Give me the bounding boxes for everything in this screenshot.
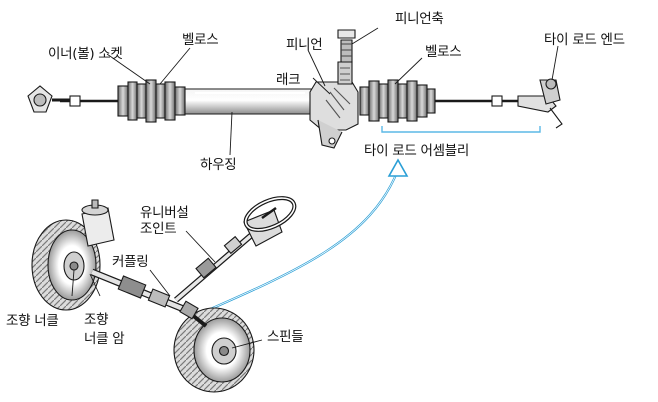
label-tie-rod-end: 타이 로드 엔드 <box>544 32 625 48</box>
label-inner-ball-socket: 이너(볼) 소켓 <box>48 46 123 62</box>
tie-rod-end <box>517 78 563 129</box>
label-pinion-shaft: 피니언축 <box>395 11 444 27</box>
assembly-arrow <box>189 169 400 320</box>
label-housing: 하우징 <box>200 157 237 173</box>
pinion-shaft <box>337 29 356 63</box>
label-universal-joint-1: 유니버설 <box>140 205 189 221</box>
right-wheel <box>173 307 255 393</box>
label-pinion: 피니언 <box>286 37 323 53</box>
pinion-housing <box>309 61 359 149</box>
label-bellows-left: 벨로스 <box>182 32 219 48</box>
label-steering-knuckle-arm-1: 조향 <box>84 312 109 328</box>
top-leader-lines <box>106 27 559 156</box>
label-steering-knuckle-arm-2: 너클 암 <box>84 331 125 347</box>
label-spindle: 스핀들 <box>267 329 304 345</box>
rack-assembly <box>27 29 563 149</box>
label-tie-rod-assembly: 타이 로드 어셈블리 <box>364 143 469 159</box>
bottom-leader-lines <box>71 230 263 349</box>
fluid-reservoir <box>81 199 115 247</box>
left-wheel <box>31 219 101 311</box>
steering-wheel <box>243 196 297 232</box>
assembly-arrowhead <box>387 158 409 177</box>
label-bellows-right: 벨로스 <box>425 44 462 60</box>
left-bellows <box>117 79 186 123</box>
label-coupling: 커플링 <box>112 254 149 270</box>
steering-system <box>31 196 297 393</box>
right-bellows <box>359 79 436 123</box>
label-steering-knuckle: 조향 너클 <box>6 313 59 329</box>
label-rack: 래크 <box>276 72 301 88</box>
label-universal-joint-2: 조인트 <box>140 221 177 237</box>
tie-rod-assembly-bracket <box>381 126 541 133</box>
